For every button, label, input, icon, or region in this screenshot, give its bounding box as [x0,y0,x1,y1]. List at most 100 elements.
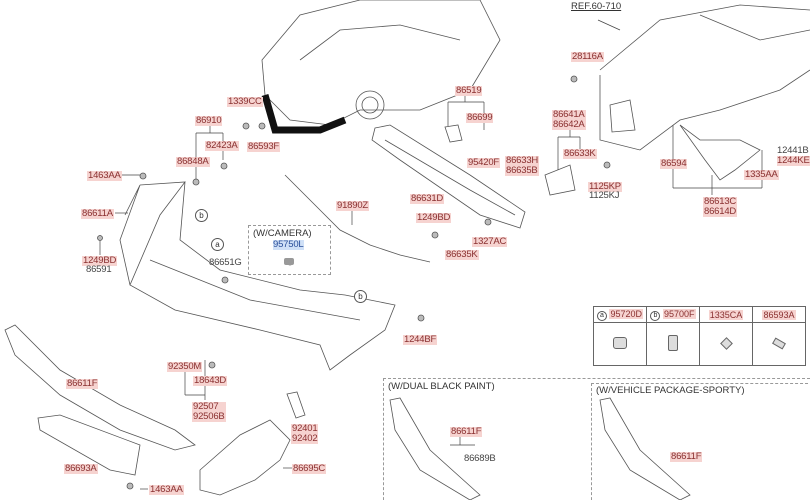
part-label-86693A[interactable]: 86693A [64,464,98,474]
pad-icon [752,322,806,366]
part-label-1463AA[interactable]: 1463AA [87,171,122,181]
part-number: 92402 [291,433,319,444]
clip-icon [699,322,753,366]
part-number: 86633K [563,148,597,159]
part-number: 92507 [192,402,226,412]
part-label-86594[interactable]: 86594 [660,158,688,169]
part-label-1249BD-left[interactable]: 1249BD [82,255,118,266]
legend-cell: a 95720D [593,306,647,323]
part-label-86848A[interactable]: 86848A [176,157,210,167]
lip-dual [389,397,481,500]
holder-icon [646,322,700,366]
part-number: 86848A [176,156,210,167]
part-number: 86651G [209,257,242,268]
part-label-92350M[interactable]: 92350M [167,362,203,372]
part-label-86633K[interactable]: 86633K [563,149,597,159]
part-label-1249BD[interactable]: 1249BD [416,212,452,223]
camera-caption: (W/CAMERA) [253,228,312,239]
legend-cell: b 95700F [646,306,700,323]
part-label-86631D[interactable]: 86631D [410,193,445,204]
reflector [286,391,306,419]
part-number: 86611F [670,451,703,462]
part-number: 95420F [467,157,501,168]
part-label-86591[interactable]: 86591 [86,265,112,275]
part-label-86635K[interactable]: 86635K [445,250,479,260]
part-number: 1327AC [472,236,508,247]
part-label-82423A[interactable]: 82423A [205,141,239,151]
part-label-86695C[interactable]: 86695C [292,463,327,474]
part-label-86611F-dual[interactable]: 86611F [450,426,483,437]
bracket-86641A [544,164,576,196]
part-label-91890Z[interactable]: 91890Z [336,200,370,211]
part-label-86611F-sporty[interactable]: 86611F [670,451,703,462]
part-number: 92401 [291,423,319,434]
part-number: 91890Z [336,200,370,211]
part-number: 86613C [703,196,738,207]
sensor-icon [593,322,647,366]
part-number: 1249BD [416,212,452,223]
skid-plate [37,414,141,476]
part-number[interactable]: 95720D [609,308,644,319]
part-label-95420F[interactable]: 95420F [467,157,501,168]
part-label-1327AC[interactable]: 1327AC [472,236,508,247]
part-number: 1463AA [149,484,184,495]
part-label-18643D[interactable]: 18643D [193,376,228,386]
part-number[interactable]: 1335CA [708,309,744,320]
dual-black-paint-box [383,378,810,500]
part-number: 86910 [195,115,223,126]
part-label-86651G[interactable]: 86651G [209,258,242,268]
legend-cell: 86593A [752,306,806,323]
part-number: 86594 [660,158,688,169]
bracket-86519 [444,124,463,143]
bumper-beam [371,124,526,229]
part-number: 86611F [66,378,99,389]
part-label-28116A[interactable]: 28116A [571,52,604,62]
part-label-86910[interactable]: 86910 [195,115,223,126]
callout-b: b [354,290,367,303]
part-number: 86693A [64,463,98,474]
callout-a: a [596,310,607,321]
dual-black-caption: (W/DUAL BLACK PAINT) [388,381,495,392]
part-label-86519[interactable]: 86519 [455,86,483,96]
part-number: 1125KJ [589,190,620,201]
part-label-86689B[interactable]: 86689B [464,454,496,464]
part-label-86699[interactable]: 86699 [466,113,494,123]
part-label-1125KP[interactable]: 1125KP [588,182,622,192]
camera-icon [284,258,294,265]
part-label-86611F[interactable]: 86611F [66,378,99,389]
part-number: 86611F [450,426,483,437]
part-number: 86642A [552,119,586,130]
part-number[interactable]: 86593A [762,309,796,320]
part-label-1339CC[interactable]: 1339CC [227,97,263,107]
part-label-1125KJ[interactable]: 1125KJ [589,190,620,201]
legend-cell: 1335CA [699,306,753,323]
part-number: 1249BD [82,255,118,266]
legend-table: a 95720D b 95700F 1335CA 86593A [593,306,806,366]
camera-option-box [248,225,331,275]
part-number: 86635B [505,165,540,176]
part-number[interactable]: 95700F [662,308,696,319]
part-number: 95750L [273,239,304,250]
part-number: 1244KE [777,155,810,166]
part-label-1244BF[interactable]: 1244BF [403,335,438,345]
part-label-86593F[interactable]: 86593F [247,142,281,152]
part-label-95750L[interactable]: 95750L [273,240,304,250]
part-number: 86633H [505,155,540,166]
part-number: 86631D [410,193,445,204]
part-number: 86611A [81,208,114,219]
part-number: 12441B [777,145,809,156]
part-label-1463AA-bottom[interactable]: 1463AA [149,485,184,495]
part-label-1335AA[interactable]: 1335AA [744,170,779,180]
part-number: 86695C [292,463,327,474]
part-label-86611A[interactable]: 86611A [81,209,114,219]
part-number: 86689B [464,453,496,464]
callout-a: a [211,238,224,251]
